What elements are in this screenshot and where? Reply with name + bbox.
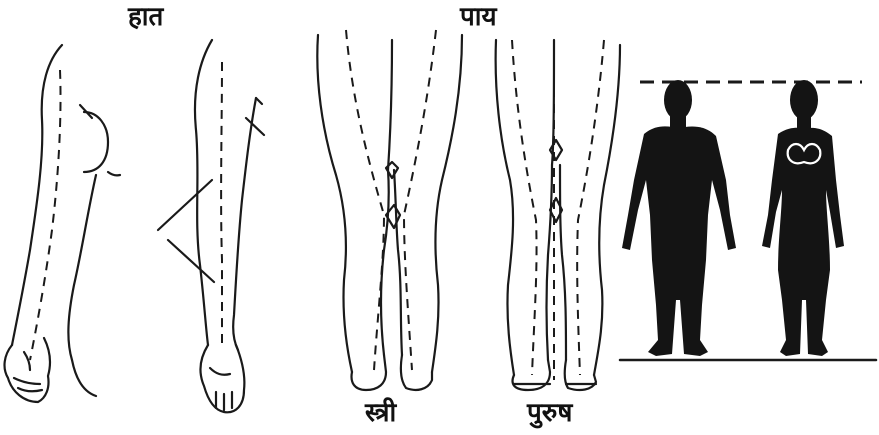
label-male: पुरुष	[527, 400, 572, 426]
label-female: स्त्री	[365, 400, 396, 426]
legs-female-drawing	[317, 30, 462, 390]
silhouette-female	[762, 80, 844, 356]
arm-female-drawing	[5, 45, 120, 402]
label-arm: हात	[128, 4, 163, 30]
label-leg: पाय	[460, 4, 497, 30]
silhouettes-comparison	[620, 80, 876, 360]
silhouette-male	[622, 80, 736, 356]
legs-male-drawing	[496, 40, 620, 390]
arm-male-drawing	[158, 40, 264, 412]
